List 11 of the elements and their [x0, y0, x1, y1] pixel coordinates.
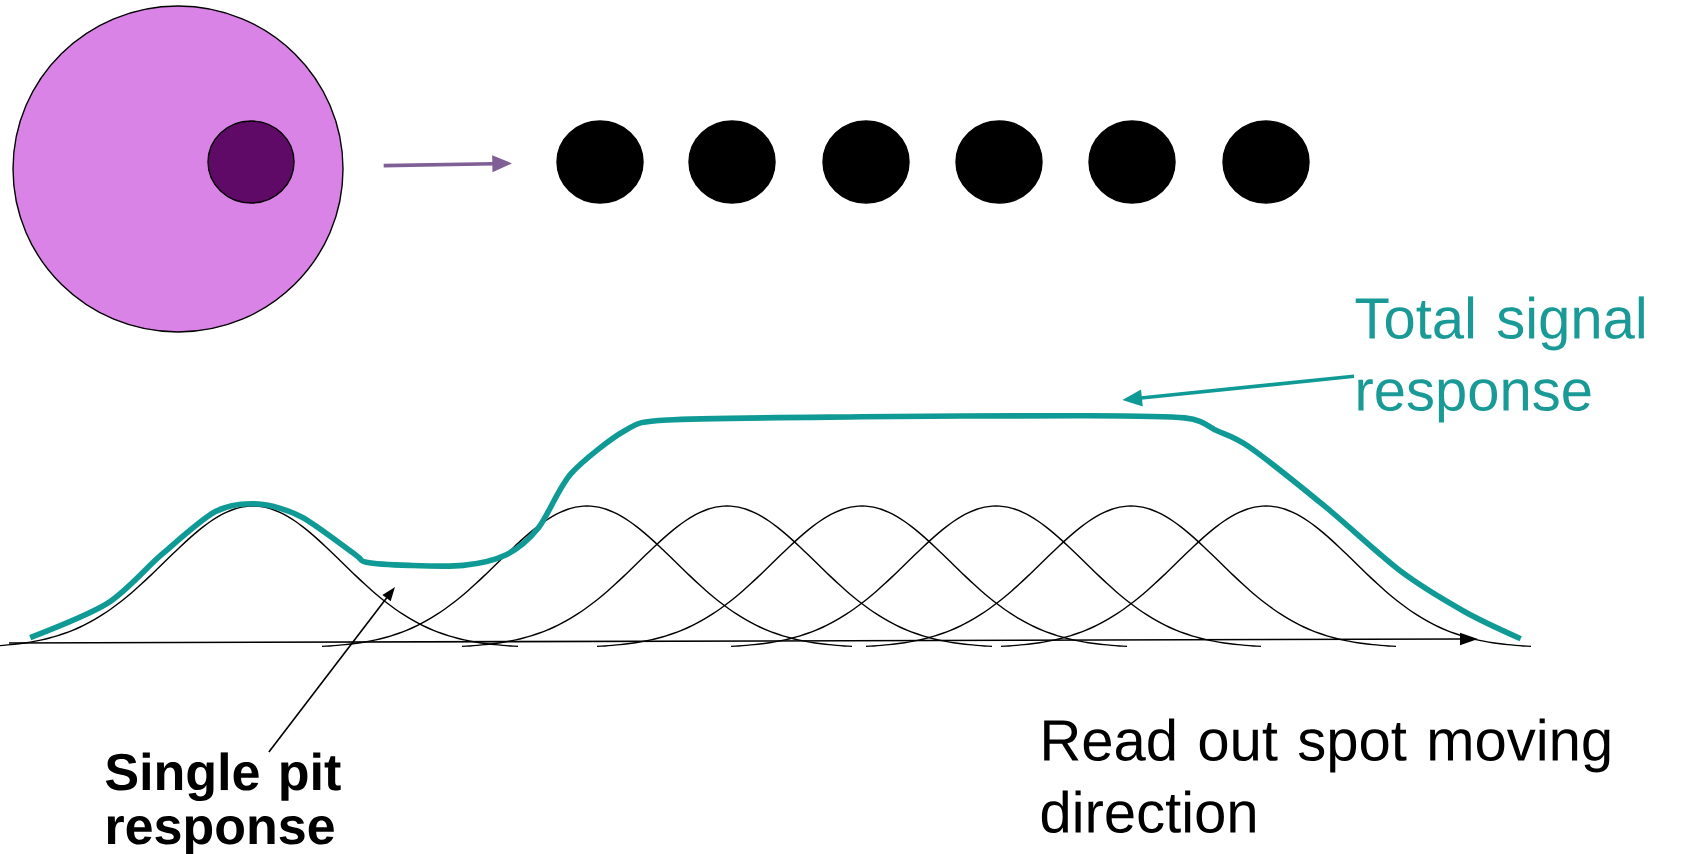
pit-dot: [207, 120, 295, 204]
leader-label: Total signal response: [1355, 296, 1644, 423]
pit-dot: [1088, 120, 1176, 204]
pit-dot: [955, 120, 1043, 204]
read-spot-circle: [12, 5, 344, 333]
axis-label: Read out spot moving direction: [1041, 718, 1610, 833]
leader-label: Single pit response: [105, 752, 341, 854]
pit-dot: [822, 120, 910, 204]
pit-dot: [1222, 120, 1310, 204]
pit-dot: [556, 120, 644, 204]
pit-dot: [688, 120, 776, 204]
